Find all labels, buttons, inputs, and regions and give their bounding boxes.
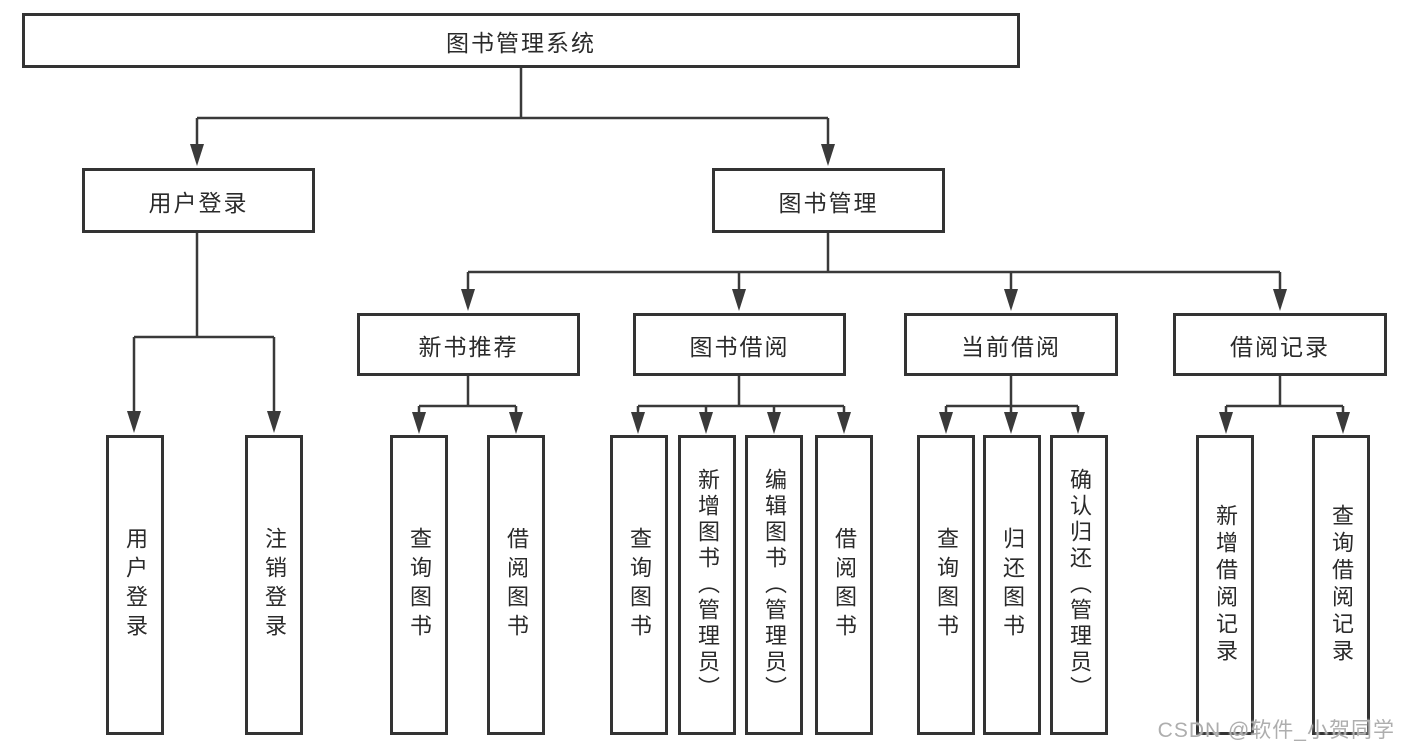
leaf-logout: 注销登录 (245, 435, 303, 735)
leaf-user-login: 用户登录 (106, 435, 164, 735)
connector-current-borrow (939, 376, 1085, 434)
node-book-management: 图书管理 (712, 168, 945, 233)
connector-book-mgmt (461, 233, 1287, 311)
leaf-query-books-3: 查询图书 (917, 435, 975, 735)
node-root-system: 图书管理系统 (22, 13, 1020, 68)
csdn-watermark: CSDN @软件_小贺同学 (1157, 719, 1395, 742)
connector-borrow-records (1219, 376, 1350, 434)
node-new-book-recommend: 新书推荐 (357, 313, 580, 376)
leaf-add-books-admin: 新增图书（管理员） (678, 435, 736, 735)
leaf-query-books-1: 查询图书 (390, 435, 448, 735)
node-book-borrowing: 图书借阅 (633, 313, 846, 376)
connector-user-login (127, 233, 281, 433)
connector-root (190, 68, 835, 166)
connector-new-books (412, 376, 523, 434)
leaf-borrow-books-2: 借阅图书 (815, 435, 873, 735)
node-borrowing-records: 借阅记录 (1173, 313, 1387, 376)
leaf-borrow-books-1: 借阅图书 (487, 435, 545, 735)
leaf-query-borrow-record: 查询借阅记录 (1312, 435, 1370, 735)
leaf-add-borrow-record: 新增借阅记录 (1196, 435, 1254, 735)
leaf-edit-books-admin: 编辑图书（管理员） (745, 435, 803, 735)
leaf-return-books: 归还图书 (983, 435, 1041, 735)
leaf-query-books-2: 查询图书 (610, 435, 668, 735)
leaf-confirm-return-admin: 确认归还（管理员） (1050, 435, 1108, 735)
node-user-login: 用户登录 (82, 168, 315, 233)
connector-borrowing (631, 376, 851, 434)
node-current-borrowing: 当前借阅 (904, 313, 1118, 376)
